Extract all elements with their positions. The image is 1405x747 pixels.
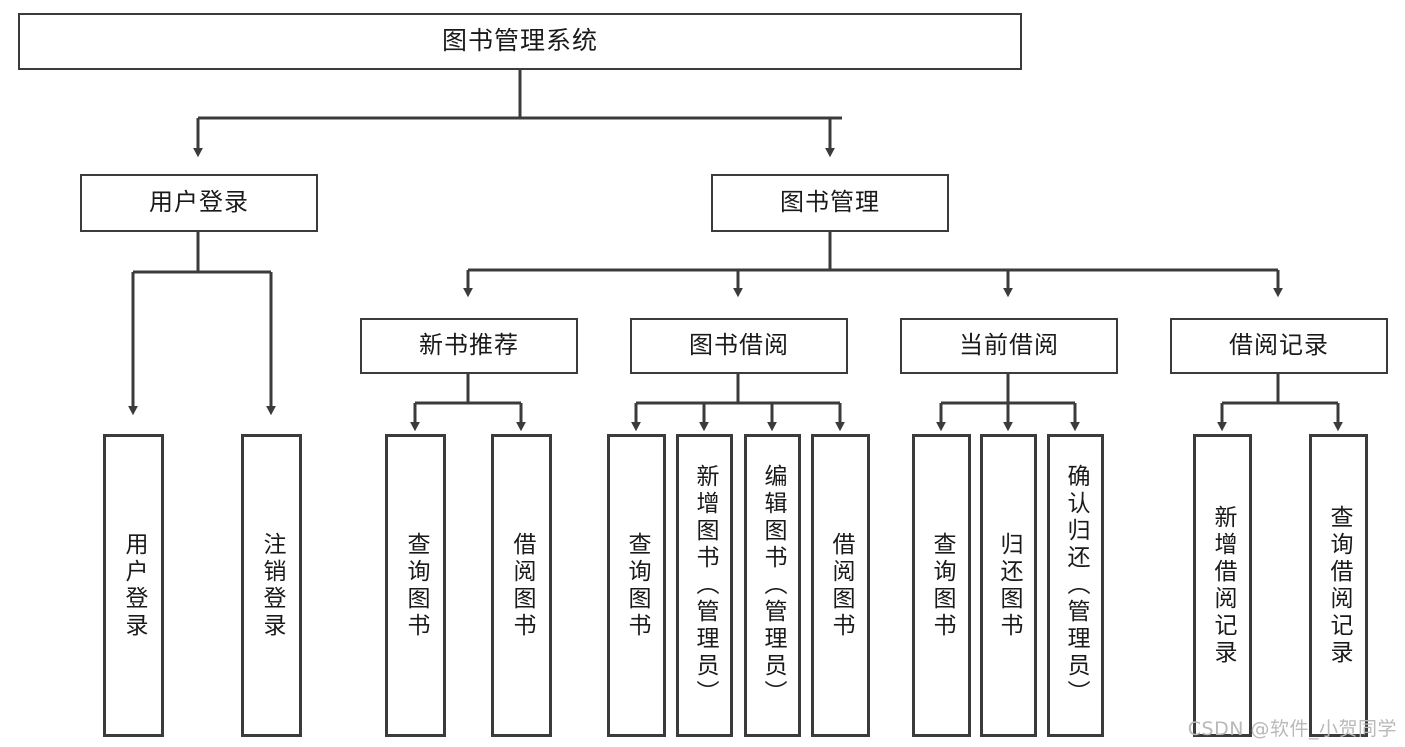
node-book-borrow[interactable]: 图书借阅 [630, 318, 848, 374]
node-book-borrow-label: 图书借阅 [689, 331, 789, 360]
node-user-login-label: 用户登录 [149, 188, 249, 217]
leaf-add-book-label: 新增图书（管理员） [692, 464, 718, 707]
node-root-label: 图书管理系统 [441, 26, 598, 56]
leaf-logout-label: 注销登录 [259, 531, 285, 640]
leaf-query-record-label: 查询借阅记录 [1326, 504, 1352, 667]
leaf-query-record[interactable]: 查询借阅记录 [1309, 434, 1368, 737]
leaf-query-book-3[interactable]: 查询图书 [912, 434, 971, 737]
leaf-query-book-3-label: 查询图书 [929, 531, 955, 640]
leaf-borrow-book-1-label: 借阅图书 [509, 531, 535, 640]
leaf-confirm-return-label: 确认归还（管理员） [1063, 464, 1089, 707]
leaf-logout[interactable]: 注销登录 [241, 434, 302, 737]
node-new-book-recommend-label: 新书推荐 [419, 331, 519, 360]
leaf-add-book[interactable]: 新增图书（管理员） [676, 434, 733, 737]
leaf-confirm-return[interactable]: 确认归还（管理员） [1047, 434, 1104, 737]
leaf-query-book-1-label: 查询图书 [403, 531, 429, 640]
leaf-query-book-2[interactable]: 查询图书 [607, 434, 666, 737]
leaf-query-book-1[interactable]: 查询图书 [385, 434, 446, 737]
leaf-user-login[interactable]: 用户登录 [103, 434, 164, 737]
leaf-edit-book[interactable]: 编辑图书（管理员） [744, 434, 801, 737]
node-user-login[interactable]: 用户登录 [80, 174, 318, 232]
leaf-query-book-2-label: 查询图书 [624, 531, 650, 640]
leaf-user-login-label: 用户登录 [121, 531, 147, 640]
leaf-add-record-label: 新增借阅记录 [1210, 504, 1236, 667]
leaf-borrow-book-2-label: 借阅图书 [828, 531, 854, 640]
leaf-return-book-label: 归还图书 [996, 531, 1022, 640]
node-book-manage-label: 图书管理 [780, 188, 880, 217]
node-current-borrow[interactable]: 当前借阅 [900, 318, 1118, 374]
leaf-borrow-book-2[interactable]: 借阅图书 [811, 434, 870, 737]
leaf-borrow-book-1[interactable]: 借阅图书 [491, 434, 552, 737]
node-new-book-recommend[interactable]: 新书推荐 [360, 318, 578, 374]
node-root[interactable]: 图书管理系统 [18, 13, 1022, 70]
node-borrow-record-label: 借阅记录 [1229, 331, 1329, 360]
node-book-manage[interactable]: 图书管理 [711, 174, 949, 232]
node-current-borrow-label: 当前借阅 [959, 331, 1059, 360]
leaf-return-book[interactable]: 归还图书 [980, 434, 1037, 737]
leaf-add-record[interactable]: 新增借阅记录 [1193, 434, 1252, 737]
node-borrow-record[interactable]: 借阅记录 [1170, 318, 1388, 374]
leaf-edit-book-label: 编辑图书（管理员） [760, 464, 786, 707]
